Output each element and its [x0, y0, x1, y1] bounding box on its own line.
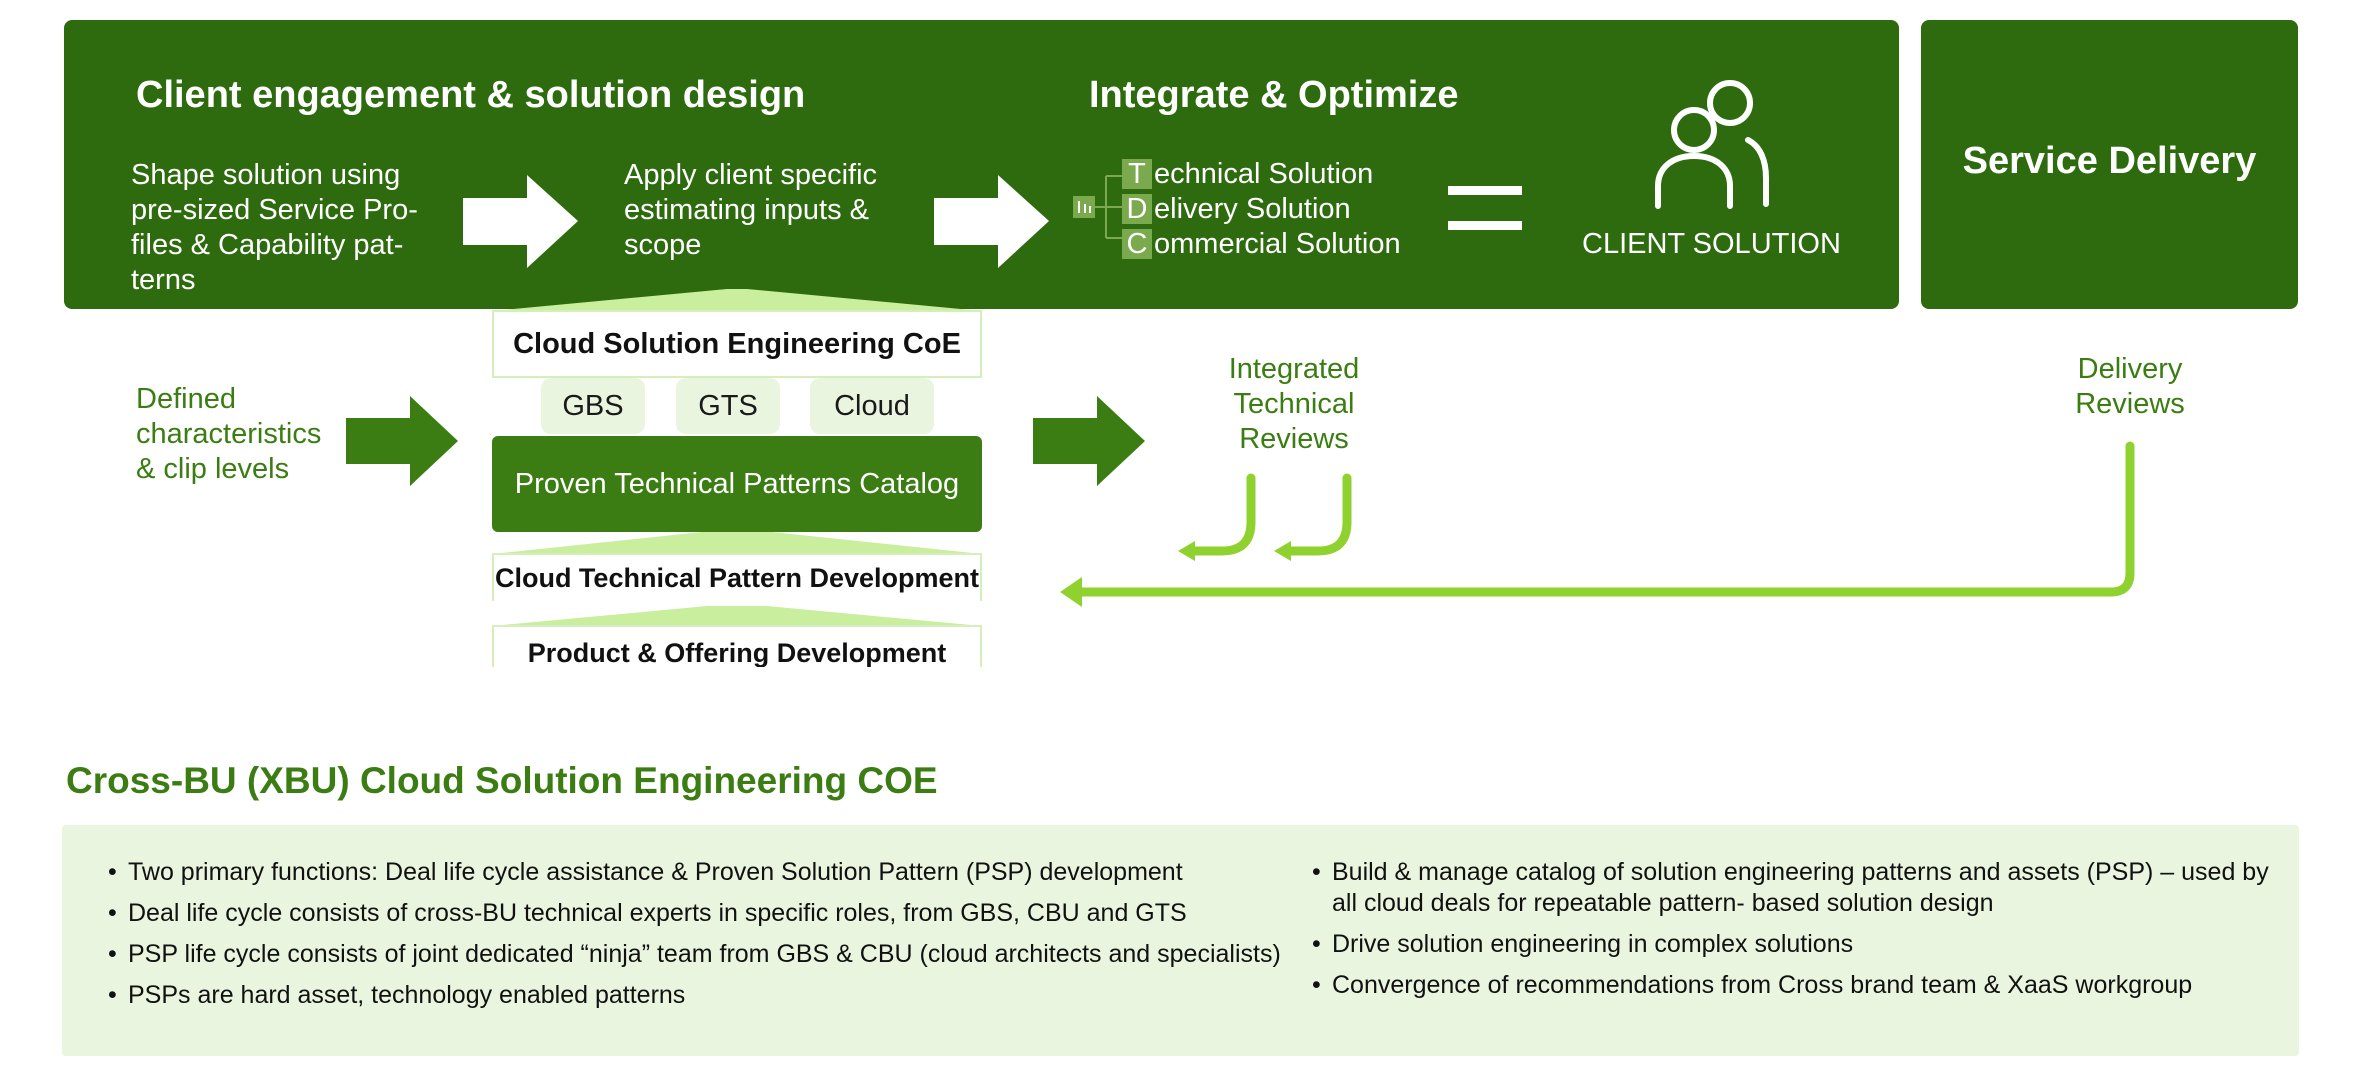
tdc-list: T echnical Solution D elivery Solution C…	[1122, 158, 1422, 268]
catalog-box: Proven Technical Patterns Catalog	[492, 436, 982, 532]
step-shape-line: pre-sized Service Pro-	[131, 194, 418, 226]
bullet-item: Deal life cycle consists of cross-BU tec…	[106, 898, 1306, 929]
catalog-label: Proven Technical Patterns Catalog	[514, 468, 960, 500]
pill-gts: GTS	[676, 378, 780, 434]
bottom-panel: Two primary functions: Deal life cycle a…	[62, 825, 2299, 1056]
bullet-item: PSPs are hard asset, technology enabled …	[106, 980, 1306, 1011]
integrated-reviews-text: Integrated Technical Reviews	[1194, 352, 1394, 457]
light-green-trapezoid-icon	[492, 289, 982, 311]
coe-title-box: Cloud Solution Engineering CoE	[492, 310, 982, 378]
step-apply-inputs: Apply client specific estimating inputs …	[624, 158, 924, 263]
product-dev-box: Product & Offering Development	[492, 625, 982, 667]
product-dev-label: Product & Offering Development	[527, 638, 947, 667]
pattern-dev-box: Cloud Technical Pattern Development	[492, 553, 982, 601]
bullet-item: Drive solution engineering in complex so…	[1310, 929, 2280, 960]
defined-line: & clip levels	[136, 453, 290, 485]
step-apply-line: scope	[624, 229, 702, 261]
step-apply-line: estimating inputs &	[624, 194, 870, 226]
bullet-item: Two primary functions: Deal life cycle a…	[106, 857, 1306, 888]
client-engagement-title: Client engagement & solution design	[136, 74, 806, 116]
service-delivery-banner	[1921, 20, 2298, 309]
pill-gbs: GBS	[541, 378, 645, 434]
main-banner	[64, 20, 1899, 309]
step-shape-solution: Shape solution using pre-sized Service P…	[131, 158, 451, 298]
tdc-row-commercial: C ommercial Solution	[1122, 228, 1401, 260]
coe-title: Cloud Solution Engineering CoE	[513, 328, 961, 360]
client-solution-label: CLIENT SOLUTION	[1582, 228, 1841, 260]
equals-icon	[1448, 186, 1522, 230]
integrate-optimize-title: Integrate & Optimize	[1089, 74, 1459, 116]
green-arrow-icon	[346, 396, 458, 486]
people-icon	[1655, 80, 1769, 209]
tdc-row-delivery: D elivery Solution	[1122, 193, 1351, 225]
bottom-title: Cross-BU (XBU) Cloud Solution Engineerin…	[66, 760, 938, 801]
tdc-rest: ommercial Solution	[1154, 227, 1401, 260]
white-arrow-icon	[934, 175, 1049, 268]
bullet-item: PSP life cycle consists of joint dedicat…	[106, 939, 1306, 970]
integrated-line: Reviews	[1239, 423, 1349, 455]
feedback-arrows-icon	[1060, 441, 2135, 607]
defined-line: Defined	[136, 383, 236, 415]
step-shape-line: Shape solution using	[131, 159, 401, 191]
defined-characteristics-text: Defined characteristics & clip levels	[136, 382, 321, 487]
left-bullet-list: Two primary functions: Deal life cycle a…	[106, 857, 1306, 1021]
service-delivery-title: Service Delivery	[1962, 140, 2257, 182]
tdc-letter: C	[1122, 229, 1152, 259]
step-apply-line: Apply client specific	[624, 159, 878, 191]
tdc-rest: elivery Solution	[1154, 192, 1351, 225]
delivery-line: Reviews	[2075, 388, 2185, 420]
white-arrow-icon	[463, 175, 578, 268]
delivery-line: Delivery	[2077, 353, 2183, 385]
step-shape-line: files & Capability pat-	[131, 229, 404, 261]
tdc-letter: T	[1122, 159, 1152, 189]
step-shape-line: terns	[131, 264, 196, 296]
tdc-rest: echnical Solution	[1154, 157, 1374, 190]
tdc-letter: D	[1122, 194, 1152, 224]
green-arrow-icon	[1033, 396, 1145, 486]
pill-cloud: Cloud	[810, 378, 934, 434]
bullet-item: Build & manage catalog of solution engin…	[1310, 857, 2280, 919]
integrated-line: Integrated	[1228, 353, 1360, 385]
delivery-reviews-text: Delivery Reviews	[2030, 352, 2230, 422]
pattern-dev-label: Cloud Technical Pattern Development	[494, 563, 980, 593]
tree-connector-icon	[1073, 175, 1122, 239]
bullet-item: Convergence of recommendations from Cros…	[1310, 970, 2280, 1001]
light-green-trapezoid-icon	[492, 606, 982, 626]
tdc-row-technical: T echnical Solution	[1122, 158, 1373, 190]
defined-line: characteristics	[136, 418, 322, 450]
right-bullet-list: Build & manage catalog of solution engin…	[1310, 857, 2280, 1011]
integrated-line: Technical	[1233, 388, 1355, 420]
light-green-trapezoid-icon	[492, 532, 982, 554]
